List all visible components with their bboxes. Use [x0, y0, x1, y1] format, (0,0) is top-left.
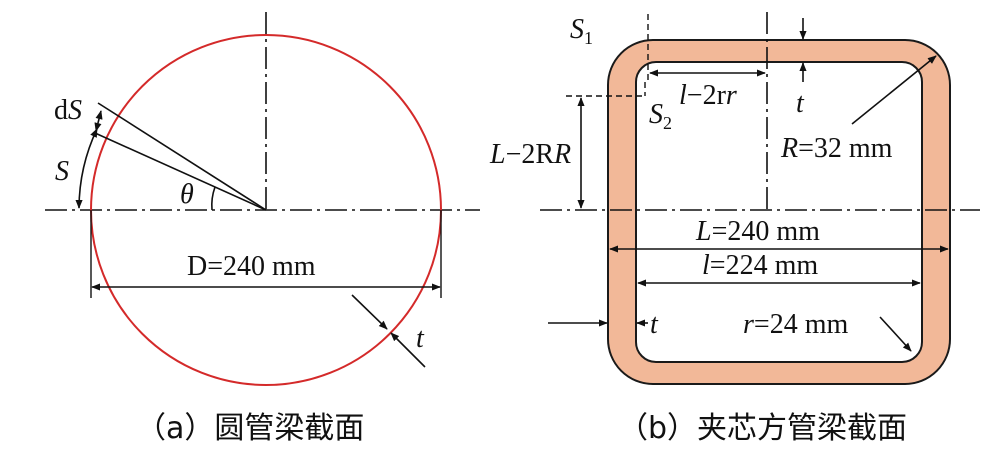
ds-arrow: [94, 110, 103, 132]
s1-label: S1: [570, 14, 593, 48]
R-label: R=32 mm: [780, 133, 893, 164]
radial-line-upper: [97, 102, 267, 211]
ds-label: dS: [54, 95, 82, 126]
l-label: l=224 mm: [702, 250, 818, 281]
R-leader-arrow: [851, 55, 937, 125]
caption-a: （a）圆管梁截面: [136, 411, 364, 446]
s2-label: S2: [649, 99, 672, 133]
r-leader-arrow: [879, 316, 912, 352]
diameter-label: D=240 mm: [187, 251, 316, 282]
figure-a-circular-section: θ S dS D=240 mm t （a）圆管梁截面: [45, 12, 480, 446]
s-arc-arrow: [75, 128, 98, 209]
thickness-arrow-inner: [390, 332, 426, 368]
radial-line-lower: [94, 132, 267, 211]
L-minus-2R-label: L−2RR: [489, 139, 571, 170]
thickness-label-left: t: [650, 309, 659, 340]
r-label: r=24 mm: [743, 309, 848, 340]
L-label: L=240 mm: [695, 216, 820, 247]
thickness-label-top: t: [796, 88, 805, 119]
theta-arc: [211, 186, 216, 211]
thickness-label-a: t: [416, 323, 425, 354]
s-label: S: [55, 156, 69, 187]
thickness-arrow-outer: [351, 294, 388, 330]
caption-b: （b）夹芯方管梁截面: [618, 411, 907, 446]
theta-label: θ: [180, 179, 194, 210]
square-tube-wall: [607, 39, 951, 385]
l-minus-2r-label: l−2rr: [679, 80, 737, 111]
figure-b-square-section: S1 S2 l−2rr L−2RR t R=32 mm L=240 mm l=2…: [489, 12, 980, 446]
